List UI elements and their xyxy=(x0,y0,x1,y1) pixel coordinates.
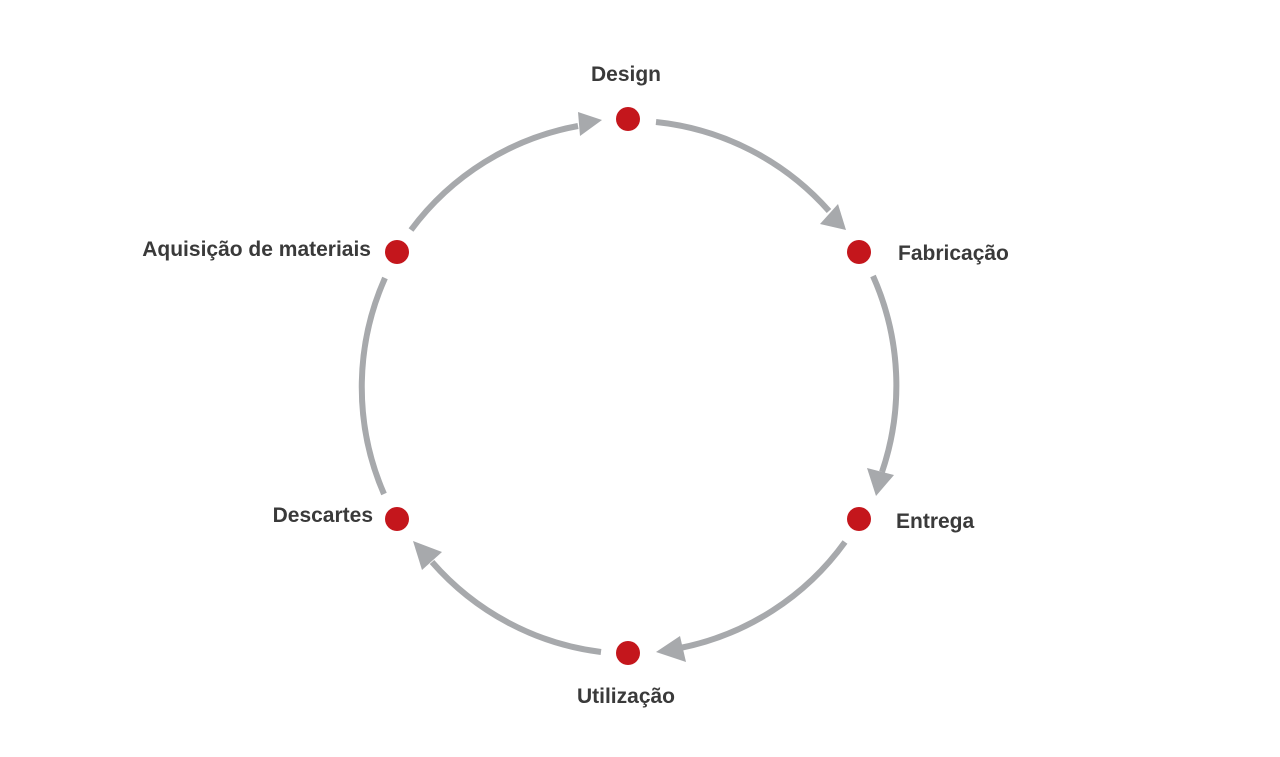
arrowhead-fabricacao-to-entrega xyxy=(867,468,894,496)
arrow-utilizacao-to-descartes xyxy=(429,560,602,655)
label-aquisicao: Aquisição de materiais xyxy=(142,238,371,261)
label-entrega: Entrega xyxy=(896,510,975,533)
stage-nodes xyxy=(385,107,871,665)
arrowhead-design-to-fabricacao xyxy=(820,204,846,230)
node-design xyxy=(616,107,640,131)
label-utilizacao: Utilização xyxy=(577,685,675,708)
label-design: Design xyxy=(591,63,661,86)
node-descartes xyxy=(385,507,409,531)
arrow-descartes-to-aquisicao xyxy=(358,276,388,496)
arrow-design-to-fabricacao xyxy=(655,119,832,213)
arrowhead-utilizacao-to-descartes xyxy=(413,541,442,570)
node-entrega xyxy=(847,507,871,531)
arrowhead-aquisicao-to-design xyxy=(578,112,602,136)
arrowhead-entrega-to-utilizacao xyxy=(656,636,686,662)
arrow-aquisicao-to-design xyxy=(408,123,579,232)
arrow-fabricacao-to-entrega xyxy=(870,274,900,473)
stage-labels: Design Fabricação Entrega Utilização Des… xyxy=(142,63,1009,708)
node-fabricacao xyxy=(847,240,871,264)
node-aquisicao xyxy=(385,240,409,264)
arrow-entrega-to-utilizacao xyxy=(679,540,848,651)
label-descartes: Descartes xyxy=(273,504,373,527)
label-fabricacao: Fabricação xyxy=(898,242,1009,265)
cycle-arrows xyxy=(358,112,900,662)
node-utilizacao xyxy=(616,641,640,665)
